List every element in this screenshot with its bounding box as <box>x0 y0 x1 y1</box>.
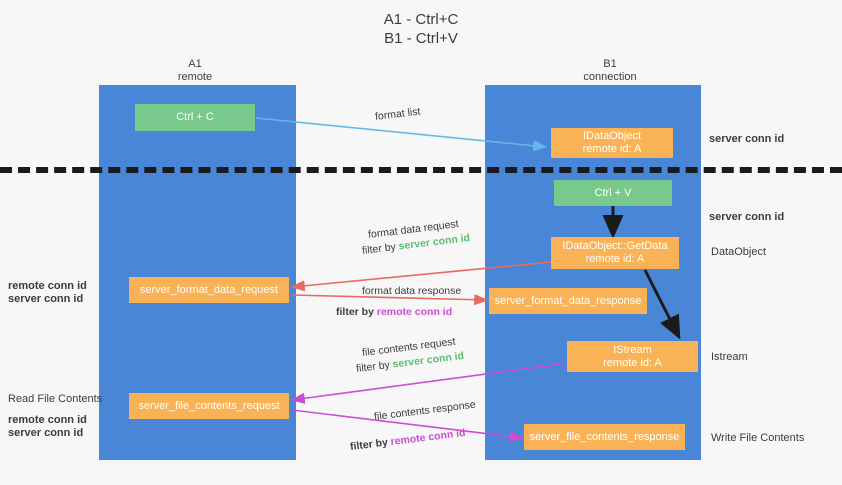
lane-header-b1: B1 connection <box>510 58 710 84</box>
right-label-write-file-contents-text: Write File Contents <box>711 432 805 444</box>
lane-header-a1-name: A1 <box>188 58 202 70</box>
node-server-format-data-request-label: server_format_data_request <box>139 283 279 296</box>
right-label-write-file-contents: Write File Contents <box>711 431 804 445</box>
filter-prefix: filter by <box>361 240 400 258</box>
node-idataobject-line1: IDataObject <box>582 130 642 142</box>
node-getdata-line1: IDataObject::GetData <box>562 240 668 252</box>
right-label-dataobject: DataObject <box>711 245 766 259</box>
left-label-server-conn-id-2: server conn id <box>8 426 83 440</box>
left-label-remote-conn-id-2: remote conn id <box>8 413 87 427</box>
right-label-istream: Istream <box>711 350 748 364</box>
left-label-remote-conn-id-2-text: remote conn id <box>8 414 87 426</box>
node-istream-line1: IStream <box>613 343 652 356</box>
node-istream-line2: remote id: A <box>603 356 662 369</box>
right-label-dataobject-text: DataObject <box>711 246 767 258</box>
node-ctrl-c-label: Ctrl + C <box>176 111 214 123</box>
node-server-format-data-response[interactable]: server_format_data_response <box>489 288 647 314</box>
edge-label-file-contents-response: file contents response <box>373 398 476 424</box>
left-label-read-file-contents-text: Read File Contents <box>8 393 103 405</box>
left-label-read-file-contents: Read File Contents <box>8 392 102 406</box>
filter-prefix: filter by <box>336 306 377 318</box>
left-label-server-conn-id-1: server conn id <box>8 292 83 306</box>
filter-prefix: filter by <box>349 436 392 454</box>
left-label-remote-conn-id-1: remote conn id <box>8 279 87 293</box>
node-server-file-contents-response[interactable]: server_file_contents_response <box>524 424 685 450</box>
node-ctrl-c[interactable]: Ctrl + C <box>135 104 255 131</box>
lane-header-b1-subtitle: connection <box>583 71 637 83</box>
node-idataobject-line2: remote id: A <box>582 143 642 155</box>
node-istream[interactable]: IStream remote id: A <box>567 341 698 372</box>
lane-header-a1: A1 remote <box>95 58 295 84</box>
node-server-file-contents-response-label: server_file_contents_response <box>529 430 680 443</box>
node-getdata[interactable]: IDataObject::GetData remote id: A <box>551 237 679 269</box>
filter-value-remote-conn-id: remote conn id <box>376 306 453 318</box>
filter-prefix: filter by <box>355 358 394 376</box>
boundary-divider <box>0 167 842 173</box>
edge-label-format-list-text: format list <box>374 105 422 124</box>
node-server-file-contents-request-label: server_file_contents_request <box>138 399 280 412</box>
left-label-server-conn-id-1-text: server conn id <box>8 293 84 305</box>
node-idataobject[interactable]: IDataObject remote id: A <box>551 128 673 158</box>
edge-label-format-data-response-text: format data response <box>362 285 462 297</box>
node-server-format-data-request[interactable]: server_format_data_request <box>129 277 289 303</box>
right-label-server-conn-id-top-text: server conn id <box>709 133 785 145</box>
edge-label-format-data-response-filter: filter by remote conn id <box>336 305 452 319</box>
node-ctrl-v[interactable]: Ctrl + V <box>554 180 672 206</box>
lane-header-b1-name: B1 <box>603 58 617 70</box>
right-label-server-conn-id-mid: server conn id <box>709 210 784 224</box>
left-label-server-conn-id-2-text: server conn id <box>8 427 84 439</box>
edge-label-file-contents-response-filter: filter by remote conn id <box>349 426 466 454</box>
edge-label-format-data-response: format data response <box>362 284 461 298</box>
right-label-istream-text: Istream <box>711 351 748 363</box>
node-server-format-data-response-label: server_format_data_response <box>494 294 642 307</box>
left-label-remote-conn-id-1-text: remote conn id <box>8 280 87 292</box>
right-label-server-conn-id-mid-text: server conn id <box>709 211 785 223</box>
node-getdata-line2: remote id: A <box>585 253 645 265</box>
lane-header-a1-subtitle: remote <box>177 71 213 83</box>
page-title: A1 - Ctrl+C B1 - Ctrl+V <box>383 11 459 47</box>
edge-label-file-contents-response-text: file contents response <box>373 398 477 424</box>
filter-value-remote-conn-id: remote conn id <box>389 426 467 449</box>
node-server-file-contents-request[interactable]: server_file_contents_request <box>129 393 289 419</box>
edge-label-format-list: format list <box>374 105 421 124</box>
node-ctrl-v-label: Ctrl + V <box>594 186 632 199</box>
right-label-server-conn-id-top: server conn id <box>709 132 784 146</box>
